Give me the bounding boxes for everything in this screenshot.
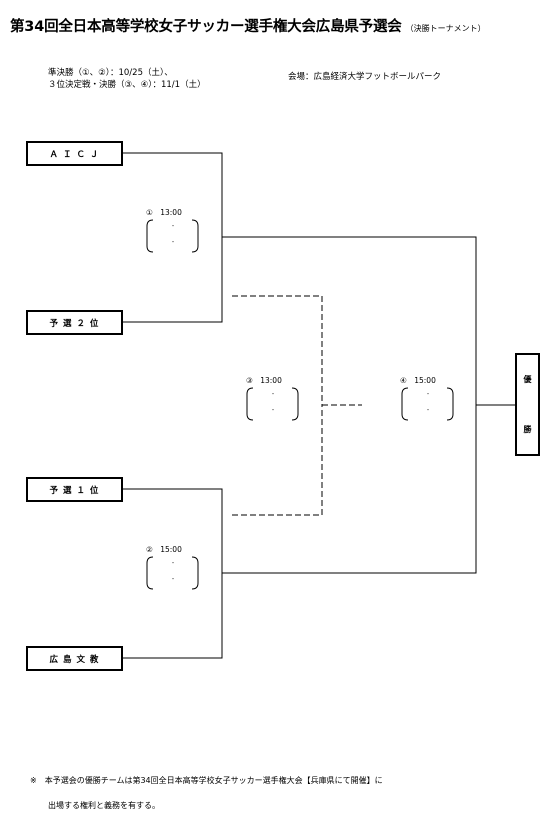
match-3-score-bottom: -: [271, 406, 275, 414]
bracket-line-qual2: [123, 237, 223, 323]
match-3-label: ③ 13:00: [246, 376, 282, 385]
winner-char-2: 勝: [523, 424, 532, 434]
team-qualifier-1: 予 選 １ 位: [26, 477, 123, 502]
team-qualifier-2-name: 予 選 ２ 位: [49, 318, 100, 329]
team-qualifier-1-name: 予 選 １ 位: [49, 485, 100, 496]
score-bracket-m2-right: [191, 556, 199, 590]
note-line-1: ※ 本予選会の優勝チームは第34回全日本高等学校女子サッカー選手権大会【兵庫県に…: [30, 776, 383, 785]
match-4-score-top: -: [426, 390, 430, 398]
schedule: 準決勝（①、②）：10/25（土）、 ３位決定戦・決勝（③、④）：11/1（土）: [48, 67, 206, 91]
title-main: 第34回全日本高等学校女子サッカー選手権大会広島県予選会: [10, 19, 402, 35]
bracket-line-m2-final: [222, 405, 477, 574]
score-bracket-m4-left: [401, 387, 409, 421]
match-3-score-top: -: [271, 390, 275, 398]
bracket-line-third-bottom: [232, 405, 323, 516]
team-aicj-name: Ａ Ｉ Ｃ Ｊ: [49, 149, 100, 160]
match-1-score-top: -: [171, 222, 175, 230]
score-bracket-m3-right: [291, 387, 299, 421]
page-title: 第34回全日本高等学校女子サッカー選手権大会広島県予選会（決勝トーナメント）: [10, 15, 486, 36]
score-bracket-m1-right: [191, 219, 199, 253]
schedule-line-2: ３位決定戦・決勝（③、④）：11/1（土）: [48, 80, 206, 90]
match-4-score-bottom: -: [426, 406, 430, 414]
score-bracket-m1-left: [146, 219, 154, 253]
match-1-label: ① 13:00: [146, 208, 182, 217]
team-aicj: Ａ Ｉ Ｃ Ｊ: [26, 141, 123, 166]
winner-box: 優 勝: [515, 353, 540, 456]
bracket-line-third-top: [232, 295, 323, 405]
bracket-line-aicj: [123, 152, 223, 237]
score-bracket-m4-right: [446, 387, 454, 421]
score-bracket-m2-left: [146, 556, 154, 590]
note-line-2: 出場する権利と義務を有する。: [48, 801, 160, 810]
bracket-line-m1-final: [222, 236, 477, 405]
team-qualifier-2: 予 選 ２ 位: [26, 310, 123, 335]
match-2-score-bottom: -: [171, 575, 175, 583]
match-2-label: ② 15:00: [146, 545, 182, 554]
team-hiroshima-bunkyo-name: 広 島 文 教: [49, 654, 100, 665]
score-bracket-m3-left: [246, 387, 254, 421]
match-2-score-top: -: [171, 559, 175, 567]
match-4-label: ④ 15:00: [400, 376, 436, 385]
title-sub: （決勝トーナメント）: [405, 24, 486, 33]
match-1-score-bottom: -: [171, 238, 175, 246]
schedule-line-1: 準決勝（①、②）：10/25（土）、: [48, 68, 173, 78]
bracket-line-bunkyo: [123, 573, 223, 659]
team-hiroshima-bunkyo: 広 島 文 教: [26, 646, 123, 671]
bracket-line-qual1: [123, 488, 223, 573]
venue: 会場：広島経済大学フットボールパーク: [288, 72, 442, 82]
winner-char-1: 優: [523, 375, 532, 385]
